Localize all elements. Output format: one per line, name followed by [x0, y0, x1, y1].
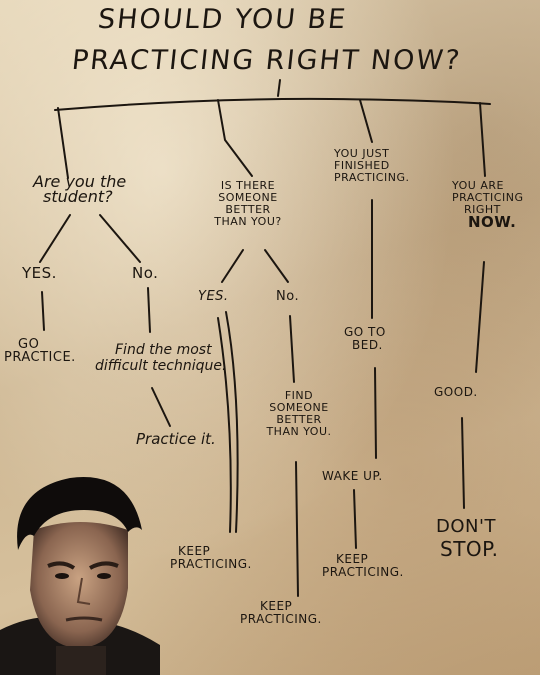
better-yes-down1	[225, 311, 239, 533]
now-question: YOU ARE PRACTICING RIGHT NOW.	[452, 179, 524, 231]
finished-question: YOU JUST FINISHED PRACTICING.	[334, 147, 410, 184]
drop-student	[57, 107, 69, 179]
better-no-line	[264, 249, 289, 283]
now-down1	[475, 261, 485, 373]
student-no-action: Find the most difficult technique.	[95, 342, 227, 374]
portrait-image	[0, 477, 160, 675]
better-no-next: KEEP PRACTICING.	[240, 599, 322, 626]
finished-step-3: KEEP PRACTICING.	[322, 552, 404, 579]
title-line-1: SHOULD YOU BE	[96, 4, 349, 35]
finished-down2	[374, 367, 377, 459]
title-line-2: PRACTICING RIGHT NOW?	[70, 45, 463, 76]
now-step-1: GOOD.	[434, 385, 478, 399]
student-no-down	[147, 287, 151, 333]
student-yes-down	[41, 291, 45, 331]
better-yes-down2	[217, 317, 232, 533]
student-yes-line	[39, 214, 71, 263]
finished-step-1: GO TO BED.	[344, 325, 386, 352]
top-bar	[54, 97, 491, 111]
student-no-next: Practice it.	[136, 430, 216, 448]
student-no-next	[151, 387, 171, 427]
better-question: IS THERE SOMEONE BETTER THAN YOU?	[214, 179, 282, 228]
better-no-label: No.	[276, 289, 300, 304]
better-no-action: FIND SOMEONE BETTER THAN YOU.	[266, 389, 332, 438]
finished-down3	[353, 489, 357, 549]
drop-now	[479, 102, 486, 177]
finished-step-2: WAKE UP.	[322, 469, 383, 483]
now-step-2: DON'T STOP.	[436, 516, 499, 561]
title-stem	[277, 79, 281, 97]
better-no-next	[295, 461, 299, 597]
better-yes-label: YES.	[198, 289, 229, 304]
student-question: Are you the student?	[33, 172, 127, 206]
student-yes-label: YES.	[22, 264, 57, 282]
now-down2	[461, 417, 465, 509]
student-no-label: No.	[132, 264, 159, 282]
better-yes-action: KEEP PRACTICING.	[170, 544, 252, 571]
student-yes-action: GO PRACTICE.	[4, 337, 76, 365]
better-yes-line	[221, 249, 244, 283]
student-no-line	[99, 214, 141, 263]
drop-finished	[359, 99, 373, 143]
drop-better	[217, 99, 253, 177]
better-no-down	[289, 315, 295, 383]
